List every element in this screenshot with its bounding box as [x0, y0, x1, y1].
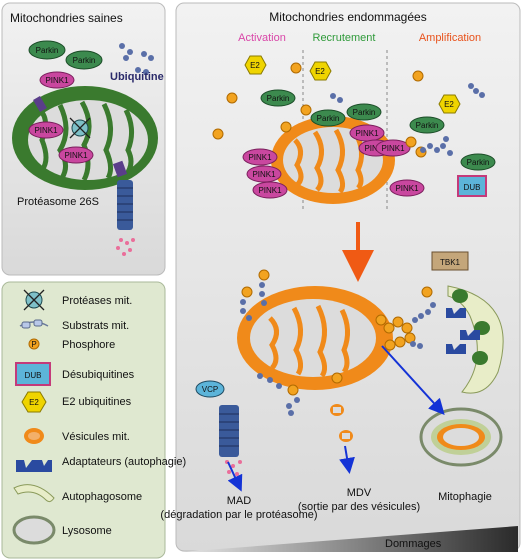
- svg-text:VCP: VCP: [202, 385, 218, 394]
- svg-text:PINK1: PINK1: [45, 76, 69, 85]
- outcome-mad-detail: (dégradation par le protéasome): [160, 509, 317, 521]
- svg-text:PINK1: PINK1: [381, 144, 405, 153]
- svg-text:E2: E2: [444, 100, 454, 109]
- vesicle-icons: [330, 404, 353, 442]
- legend-adaptor-icon: [16, 460, 52, 472]
- stage-activation: Activation: [238, 32, 286, 44]
- legend-protease-icon: [23, 289, 45, 311]
- peptide-fragments: [116, 238, 135, 256]
- e2-icon-3: E2: [438, 94, 461, 114]
- legend-e2-icon: E2: [21, 391, 47, 413]
- legend-label-lysosome: Lysosome: [62, 525, 112, 537]
- legend-dub-icon: DUB: [15, 362, 51, 386]
- pink1-damaged-3: PINK1: [252, 181, 288, 199]
- svg-text:Parkin: Parkin: [317, 114, 340, 123]
- svg-text:PINK1: PINK1: [395, 184, 419, 193]
- damaged-mitochondrion-bottom: [237, 286, 393, 390]
- pink1-damaged-4: PINK1: [349, 124, 385, 142]
- stage-recruitment: Recrutement: [313, 32, 376, 44]
- svg-text:PINK1: PINK1: [252, 170, 276, 179]
- svg-text:Parkin: Parkin: [73, 56, 96, 65]
- svg-text:Parkin: Parkin: [36, 46, 59, 55]
- proteasome-icon-2: [219, 405, 239, 457]
- e2-icon-2: E2: [309, 61, 332, 81]
- pink1-damaged-1: PINK1: [242, 148, 278, 166]
- svg-text:Parkin: Parkin: [416, 121, 439, 130]
- dub-icon: DUB: [457, 175, 487, 197]
- legend-vesicle-icon: [24, 428, 44, 444]
- proteasome-icon: [112, 160, 133, 230]
- damage-gradient-bar: [180, 526, 518, 552]
- pink1-damaged-6: PINK1: [375, 139, 411, 157]
- svg-text:P: P: [31, 340, 36, 349]
- damage-bar-label: Dommages: [385, 538, 442, 550]
- protease-icon: [69, 117, 91, 139]
- ubiquitine-label: Ubiquitine: [110, 71, 164, 83]
- pink1-healthy-1: PINK1: [39, 71, 75, 89]
- ubiquitin-chains-bottom: [240, 282, 436, 416]
- vcp-icon: VCP: [195, 380, 225, 398]
- adaptor-icons: [446, 308, 480, 354]
- outcome-mdv-detail: (sortie par des vésicules): [298, 501, 420, 513]
- parkin-healthy-1: Parkin: [28, 40, 66, 60]
- pink1-damaged-2: PINK1: [246, 165, 282, 183]
- legend-label-protease: Protéases mit.: [62, 295, 132, 307]
- svg-text:PINK1: PINK1: [355, 129, 379, 138]
- parkin-activation: Parkin: [260, 89, 296, 107]
- svg-text:PINK1: PINK1: [34, 126, 58, 135]
- legend-autophagosome-icon: [13, 484, 55, 503]
- legend-lysosome-icon: [12, 515, 56, 545]
- ubiquitin-chains-top: [330, 83, 485, 156]
- svg-text:Parkin: Parkin: [267, 94, 290, 103]
- svg-text:DUB: DUB: [25, 371, 42, 380]
- legend-substrate-icon: [19, 319, 49, 329]
- stage-amplification: Amplification: [419, 32, 481, 44]
- arrow-mdv: [339, 445, 355, 474]
- legend-label-autophagosome: Autophagosome: [62, 491, 142, 503]
- legend-label-phospho: Phosphore: [62, 339, 115, 351]
- healthy-title: Mitochondries saines: [10, 11, 123, 25]
- svg-text:TBK1: TBK1: [440, 258, 461, 267]
- pink1-healthy-2: PINK1: [28, 121, 64, 139]
- healthy-mitochondrion: [12, 86, 158, 190]
- outcome-mdv-title: MDV: [347, 487, 372, 499]
- tbk1-icon: TBK1: [431, 251, 469, 271]
- pink1-damaged-7: PINK1: [389, 179, 425, 197]
- legend-label-dub: Désubiquitines: [62, 369, 135, 381]
- svg-text:E2: E2: [315, 67, 325, 76]
- legend-label-vesicle: Vésicules mit.: [62, 431, 130, 443]
- svg-text:DUB: DUB: [464, 183, 481, 192]
- parkin-amp-1: Parkin: [409, 116, 445, 134]
- legend-phospho-icon: P: [28, 338, 40, 350]
- svg-text:Parkin: Parkin: [353, 108, 376, 117]
- damaged-title: Mitochondries endommagées: [269, 10, 426, 24]
- arrow-mad: [227, 461, 243, 492]
- legend-label-e2: E2 ubiquitines: [62, 396, 132, 408]
- svg-text:E2: E2: [250, 61, 260, 70]
- phospho-cluster-top: [212, 62, 427, 158]
- parkin-amp-2: Parkin: [460, 153, 496, 171]
- legend-label-substrate: Substrats mit.: [62, 320, 129, 332]
- outcome-mad-title: MAD: [227, 495, 252, 507]
- lysosome-icon: [419, 407, 503, 467]
- pink1-healthy-3: PINK1: [58, 146, 94, 164]
- legend-label-adaptor: Adaptateurs (autophagie): [62, 456, 186, 468]
- svg-text:PINK1: PINK1: [248, 153, 272, 162]
- svg-text:PINK1: PINK1: [64, 151, 88, 160]
- svg-text:PINK1: PINK1: [258, 186, 282, 195]
- svg-text:Parkin: Parkin: [467, 158, 490, 167]
- arrow-mitophagy: [381, 345, 445, 415]
- outcome-mitophagy-title: Mitophagie: [438, 491, 492, 503]
- phospho-cluster-bottom: [241, 269, 433, 396]
- parkin-recruit-2: Parkin: [346, 103, 382, 121]
- svg-text:E2: E2: [29, 398, 39, 407]
- proteasome-label: Protéasome 26S: [17, 196, 99, 208]
- parkin-healthy-2: Parkin: [65, 50, 103, 70]
- ubiquitin-free-cluster: [119, 43, 154, 75]
- e2-icon-1: E2: [244, 55, 267, 75]
- parkin-recruit-1: Parkin: [310, 109, 346, 127]
- translocase-icon: [33, 95, 47, 113]
